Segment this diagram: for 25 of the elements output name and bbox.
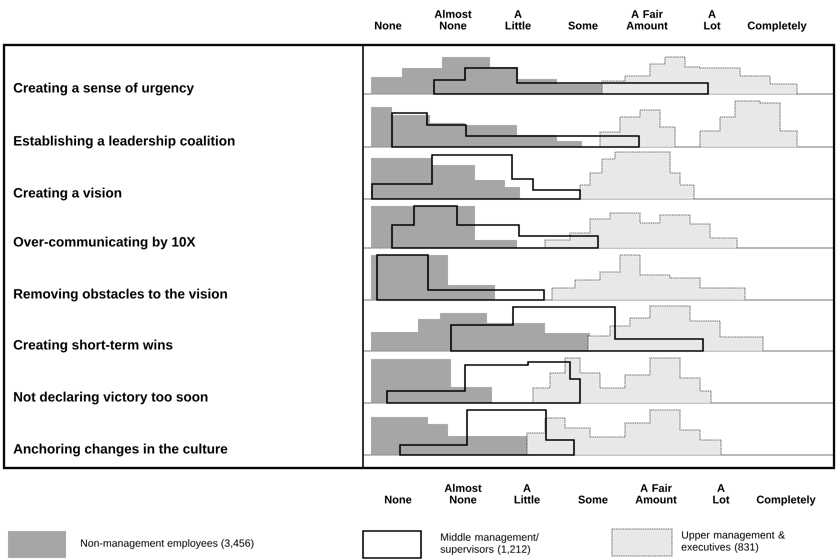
column-header: Completely [756,495,816,506]
column-header: Some [578,496,608,504]
legend-label: Upper management & executives (831) [682,531,785,553]
column-header: A Little [506,10,531,30]
row-label: Creating a sense of urgency [14,82,194,96]
row-label: Anchoring changes in the culture [14,444,228,456]
column-header: A Fair Amount [626,10,668,30]
row-label: Creating a vision [14,188,122,200]
column-header: Almost None [444,484,482,504]
row-label: Over-communicating by 10X [14,236,196,250]
column-header: A Lot [704,10,720,30]
column-header: None [385,496,412,504]
column-header: None [375,22,402,30]
row-label: Establishing a leadership coalition [14,136,234,148]
column-header: Some [568,22,598,30]
legend-label: Middle management/ supervisors (1,212) [440,533,539,555]
column-header: Completely [748,21,807,32]
row-label: Creating short-term wins [14,340,172,352]
row-label: Removing obstacles to the vision [14,288,227,302]
column-header: A Little [514,484,540,504]
column-header: Almost None [434,10,472,30]
row-label: Not declaring victory too soon [14,392,208,404]
column-header: A Fair Amount [636,484,677,504]
column-header: A Lot [713,484,730,504]
legend-label: Non-management employees (3,456) [81,539,254,549]
